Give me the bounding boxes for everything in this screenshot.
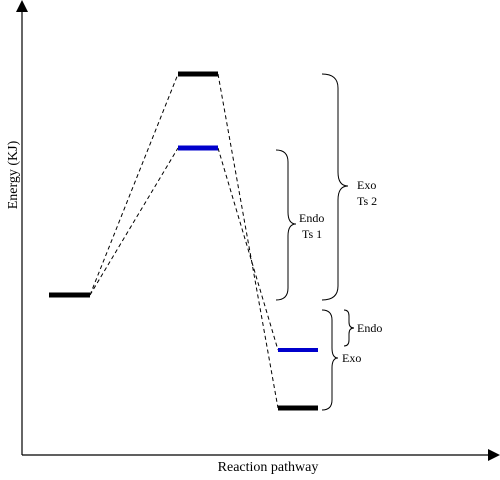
endo-ts-label-line1: Endo	[299, 211, 324, 225]
path-reactant-to-endo-ts	[89, 147, 179, 296]
endo-product-label: Endo	[357, 321, 382, 335]
x-axis-label: Reaction pathway	[218, 460, 319, 475]
exo-ts-brace	[321, 73, 349, 301]
y-axis-label: Energy (KJ)	[6, 140, 21, 209]
endo-product-brace	[343, 309, 355, 347]
exo-product-label: Exo	[342, 351, 361, 365]
path-exo-ts-to-exo-product	[217, 73, 279, 409]
exo-product-brace	[321, 309, 339, 411]
endo-ts-brace	[275, 149, 297, 301]
path-reactant-to-exo-ts	[89, 73, 179, 296]
exo-ts-label-line2: Ts 2	[357, 194, 377, 208]
endo-ts-label-line2: Ts 1	[302, 227, 322, 241]
exo-ts-label-line1: Exo	[357, 178, 376, 192]
path-endo-ts-to-endo-product	[217, 147, 279, 351]
